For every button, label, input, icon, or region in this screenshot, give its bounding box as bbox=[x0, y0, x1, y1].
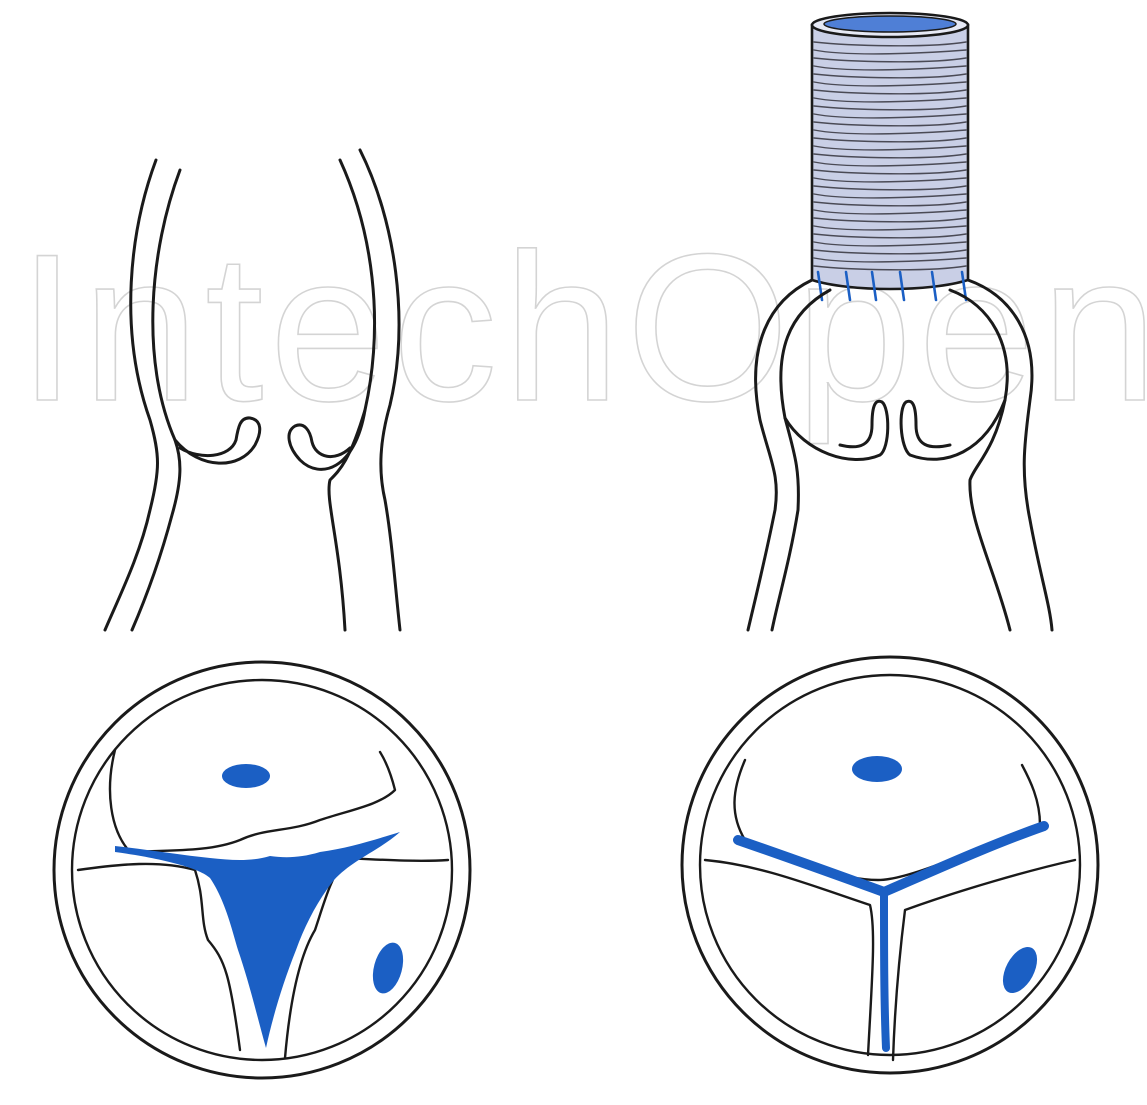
valve-coapted bbox=[682, 657, 1098, 1073]
watermark: IntechOpen bbox=[18, 210, 1147, 445]
graft-lumen bbox=[824, 16, 956, 32]
valve-regurgitant-left-cusp-edge bbox=[78, 864, 240, 1050]
valve-regurgitant-ostium-right bbox=[368, 939, 409, 996]
valve-coapted-ostium-top bbox=[852, 756, 902, 782]
valve-regurgitant-ostium-top bbox=[222, 764, 270, 788]
coaptation-line-right bbox=[884, 826, 1044, 892]
coaptation-line-vertical bbox=[884, 892, 886, 1048]
watermark-text: IntechOpen bbox=[18, 210, 1147, 445]
valve-regurgitant bbox=[54, 662, 470, 1078]
valve-coapted-inner-ring bbox=[700, 675, 1080, 1055]
valve-coapted-ostium-right bbox=[996, 941, 1044, 998]
